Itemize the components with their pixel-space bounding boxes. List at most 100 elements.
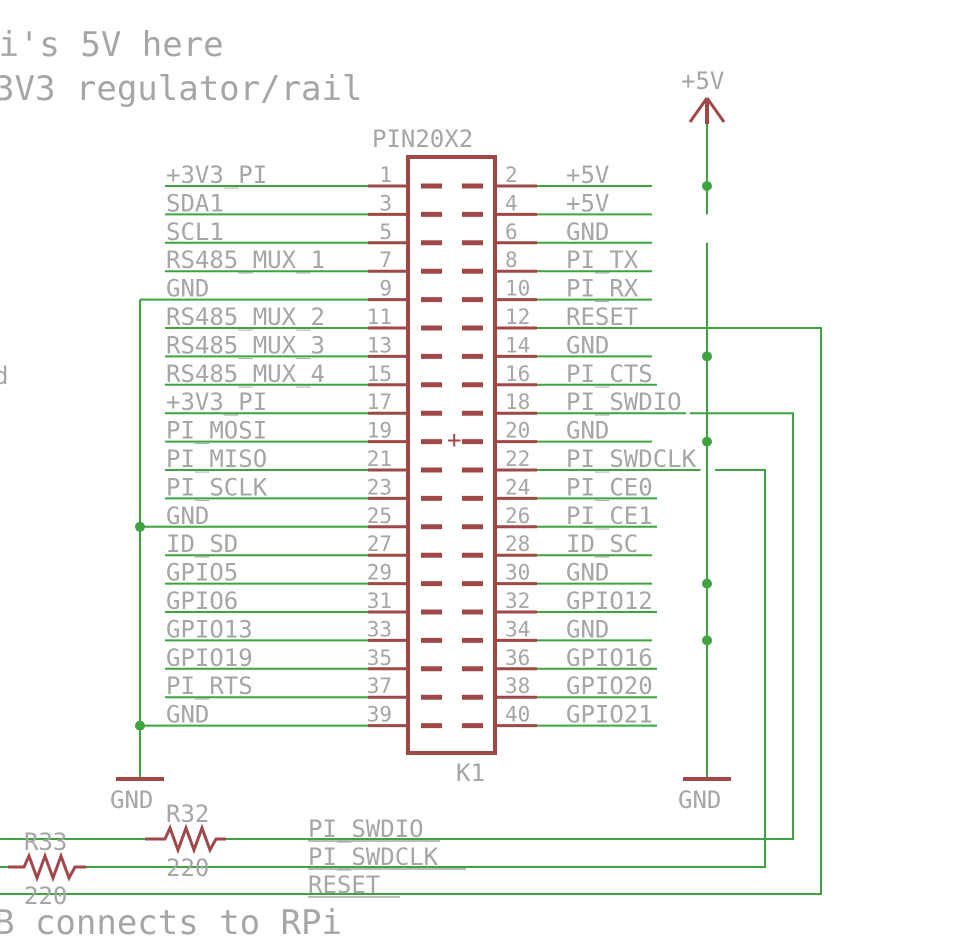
pin-label-1: +3V3_PI: [166, 161, 267, 189]
resistor-r32[interactable]: R32 220: [145, 800, 226, 882]
pin-number-5: 5: [379, 220, 392, 244]
pin-number-36: 36: [505, 646, 530, 670]
ground-symbol-right[interactable]: GND: [678, 777, 731, 814]
pin-label-25: GND: [166, 502, 209, 530]
pin-number-14: 14: [505, 333, 530, 357]
resistor-r33[interactable]: R33 220: [8, 828, 86, 910]
junction-right-34: [702, 635, 712, 646]
ground-right-label: GND: [678, 786, 721, 814]
pin-number-22: 22: [505, 447, 530, 471]
note-3v3-rail: 3V3 regulator/rail: [0, 69, 362, 109]
pin-number-31: 31: [367, 589, 392, 613]
ground-left-label: GND: [110, 786, 153, 814]
pin-number-2: 2: [505, 163, 518, 187]
pin-label-30: GND: [566, 559, 609, 587]
pin-number-3: 3: [379, 191, 392, 215]
pin-number-7: 7: [379, 248, 392, 272]
pin-number-30: 30: [505, 561, 530, 585]
supply-5v-symbol[interactable]: +5V: [681, 67, 726, 124]
pin-number-23: 23: [367, 475, 392, 499]
pin-number-27: 27: [367, 532, 392, 556]
pin-label-8: PI_TX: [566, 246, 639, 274]
pin-label-6: GND: [566, 218, 609, 246]
pin-label-26: PI_CE1: [566, 502, 653, 530]
pin-number-25: 25: [367, 504, 392, 528]
pin-number-18: 18: [505, 390, 530, 414]
pin-label-40: GPIO21: [566, 701, 653, 729]
pin-label-27: ID_SD: [166, 530, 238, 558]
pin-label-14: GND: [566, 331, 609, 359]
pin-label-35: GPIO19: [166, 644, 253, 672]
pin-number-33: 33: [367, 617, 392, 641]
pin-label-13: RS485_MUX_3: [166, 331, 325, 359]
resistor-r32-name: R32: [166, 800, 209, 828]
pin-number-4: 4: [505, 191, 518, 215]
pin-label-32: GPIO12: [566, 587, 653, 615]
pin-number-39: 39: [367, 703, 392, 727]
part-name-label: K1: [456, 759, 485, 787]
pin-label-15: RS485_MUX_4: [166, 360, 325, 388]
pin-label-16: PI_CTS: [566, 360, 653, 388]
pin-number-15: 15: [367, 362, 392, 386]
pin-label-31: GPIO6: [166, 587, 238, 615]
pin-number-9: 9: [379, 277, 392, 301]
pin-label-33: GPIO13: [166, 615, 253, 643]
pin-number-1: 1: [379, 163, 392, 187]
pin-number-19: 19: [367, 419, 392, 443]
pin-number-8: 8: [505, 248, 518, 272]
net-swdio-route: [226, 412, 794, 840]
pin-label-18: PI_SWDIO: [566, 388, 682, 416]
pin-label-39: GND: [166, 701, 209, 729]
pin-label-9: GND: [166, 275, 209, 303]
pin-number-17: 17: [367, 390, 392, 414]
pin-label-22: PI_SWDCLK: [566, 445, 697, 473]
pin-label-21: PI_MISO: [166, 445, 267, 473]
pin-label-34: GND: [566, 615, 609, 643]
pin-label-29: GPIO5: [166, 559, 238, 587]
pin-label-38: GPIO20: [566, 672, 653, 700]
pin-label-11: RS485_MUX_2: [166, 303, 325, 331]
pin-label-5: SCL1: [166, 218, 224, 246]
pin-label-2: +5V: [566, 161, 609, 189]
note-edge-fragment: d: [0, 362, 8, 390]
net-wires: [0, 124, 822, 895]
net-label-pi-swdclk: PI_SWDCLK: [308, 843, 439, 871]
pin-number-38: 38: [505, 674, 530, 698]
pin-number-26: 26: [505, 504, 530, 528]
pin-number-13: 13: [367, 333, 392, 357]
pin-label-24: PI_CE0: [566, 473, 653, 501]
supply-5v-label: +5V: [681, 67, 724, 95]
resistor-r32-value: 220: [166, 854, 209, 882]
pin-label-17: +3V3_PI: [166, 388, 267, 416]
pin-number-28: 28: [505, 532, 530, 556]
pin-number-11: 11: [367, 305, 392, 329]
pin-label-19: PI_MOSI: [166, 417, 267, 445]
junction-vcc-2: [702, 181, 712, 191]
pin-label-3: SDA1: [166, 189, 224, 217]
net-label-reset: RESET: [308, 871, 380, 899]
header-body[interactable]: [406, 155, 497, 755]
pin-label-28: ID_SC: [566, 530, 638, 558]
note-connects-rpi: B connects to RPi: [0, 903, 342, 936]
resistor-r33-name: R33: [24, 828, 67, 856]
note-5v: Pi's 5V here: [0, 25, 224, 65]
pin-number-21: 21: [367, 447, 392, 471]
net-swdclk-route: [86, 469, 766, 868]
pin-number-37: 37: [367, 674, 392, 698]
pin-label-10: PI_RX: [566, 275, 639, 303]
junction-right-20: [702, 436, 712, 447]
net-reset-route: [0, 327, 822, 895]
net-label-pi-swdio: PI_SWDIO: [308, 815, 424, 843]
pin-number-34: 34: [505, 617, 530, 641]
pin-number-10: 10: [505, 277, 530, 301]
pin-number-12: 12: [505, 305, 530, 329]
part-value-label: PIN20X2: [372, 125, 473, 153]
ground-symbol-left[interactable]: GND: [110, 777, 164, 814]
pin-number-24: 24: [505, 475, 530, 499]
pin-label-37: PI_RTS: [166, 672, 253, 700]
pin-number-32: 32: [505, 589, 530, 613]
pin-number-20: 20: [505, 419, 530, 443]
pin-number-6: 6: [505, 220, 518, 244]
pin-number-40: 40: [505, 703, 530, 727]
